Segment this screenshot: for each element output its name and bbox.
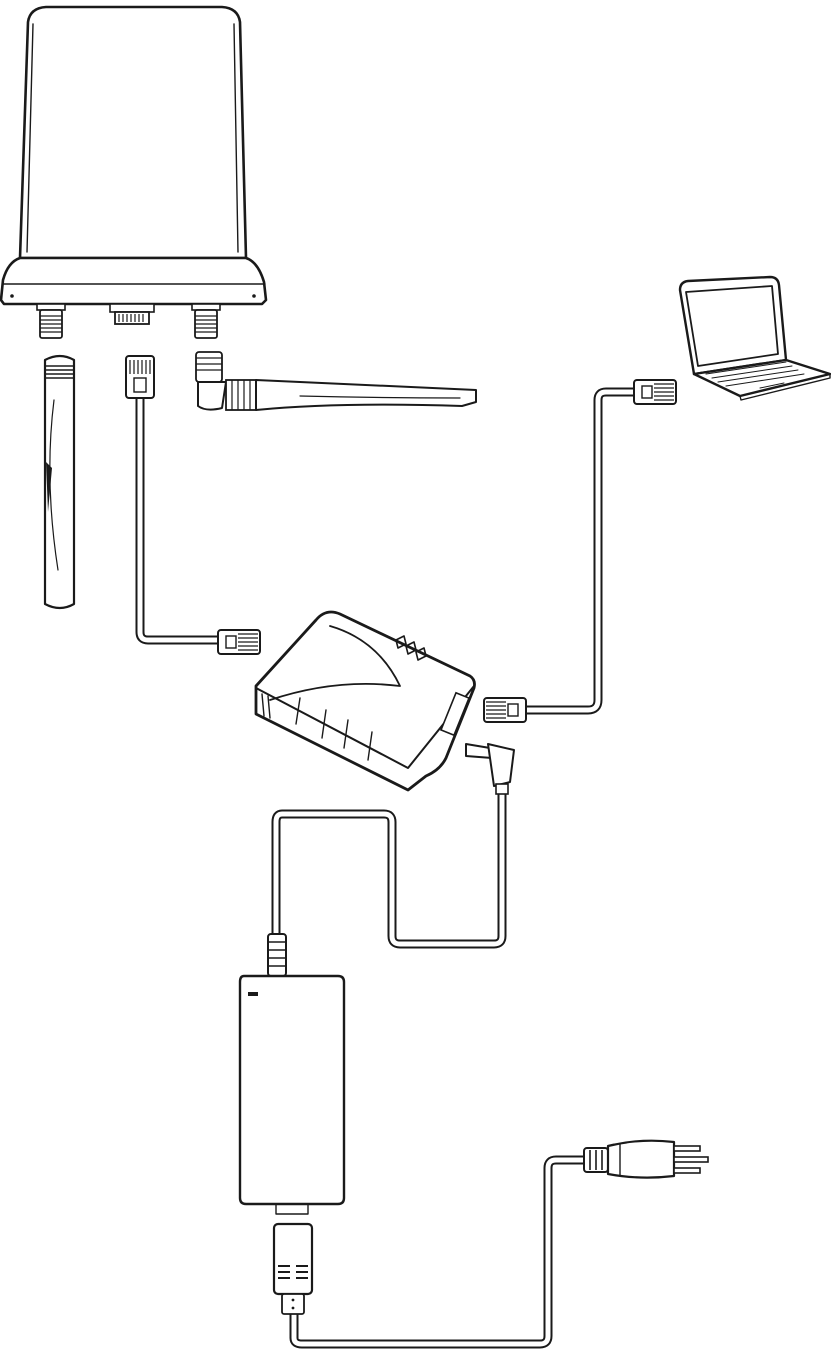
rj45-plug-injector-side [484,698,526,722]
power-adapter [240,976,344,1214]
laptop [680,277,830,400]
lan-ethernet-cable [484,380,676,722]
rj45-plug-top [126,356,154,398]
outdoor-antenna-unit [1,7,266,338]
dc-plug-angled [466,744,514,794]
adapter-strain-relief [268,934,286,976]
iec-c5-connector [274,1224,312,1314]
rp-sma-connector-left [37,304,65,338]
power-led [248,992,258,996]
rp-sma-connector-right [192,304,220,338]
rj45-plug-laptop-side [634,380,676,404]
poe-injector [256,612,475,790]
whip-antenna-angled [196,352,476,410]
whip-antenna-straight [45,356,74,608]
ac-plug [584,1141,708,1178]
rj45-port [110,304,154,324]
rj45-plug-bottom [218,630,260,654]
